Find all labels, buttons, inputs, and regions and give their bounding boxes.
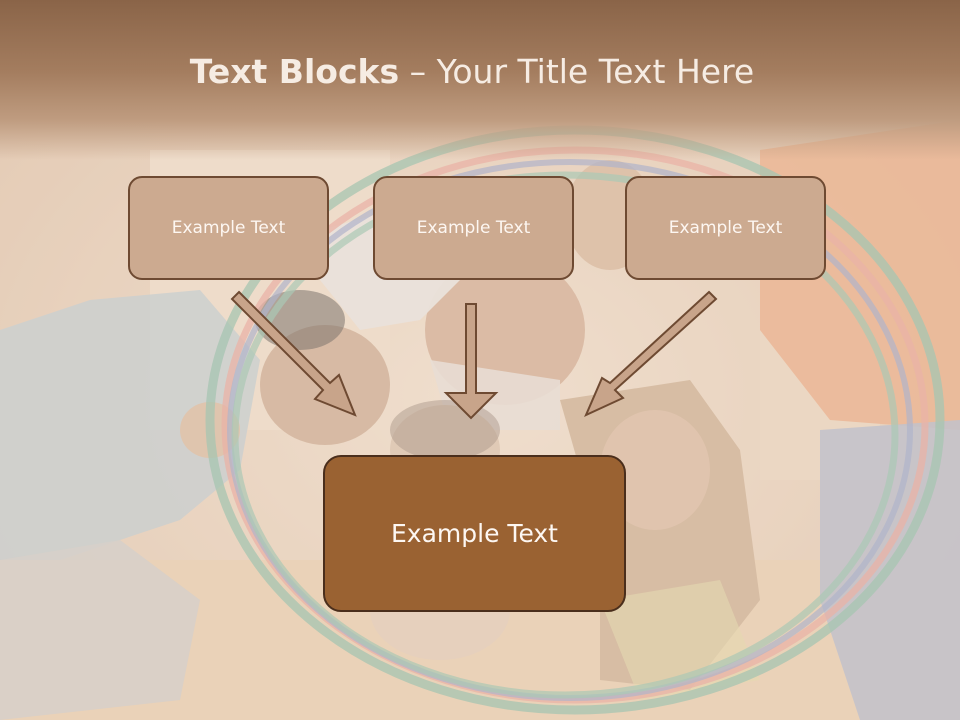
text-block-1-label: Example Text [171,218,286,238]
slide-title: Text Blocks – Your Title Text Here [0,52,944,91]
text-block-2-label: Example Text [416,218,531,238]
main-text-block-label: Example Text [391,519,558,548]
main-text-block[interactable]: Example Text [323,455,626,612]
title-bold: Text Blocks [189,52,400,91]
title-dash: – [399,52,437,91]
text-block-3[interactable]: Example Text [625,176,826,280]
header-band [0,0,960,160]
text-block-2[interactable]: Example Text [373,176,574,280]
text-block-3-label: Example Text [668,218,783,238]
title-regular: Your Title Text Here [436,52,755,91]
text-block-1[interactable]: Example Text [128,176,329,280]
